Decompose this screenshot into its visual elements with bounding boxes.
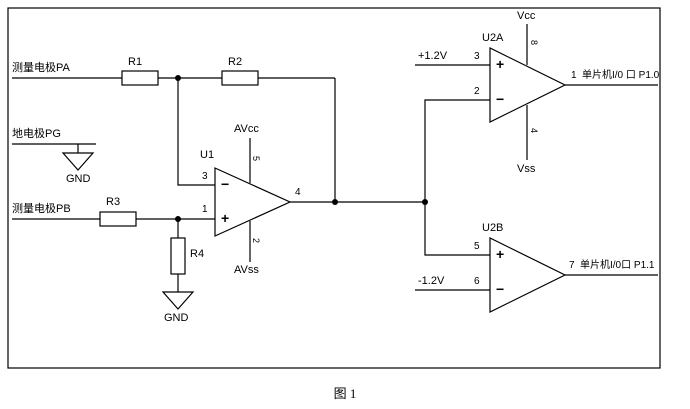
resistor-r4-body	[170, 237, 186, 275]
schematic-border	[7, 7, 661, 369]
wire-node-to-u2a	[424, 99, 490, 202]
u2a-vss-label: Vss	[517, 163, 536, 175]
opamp-u2a-body	[489, 47, 567, 123]
u2a-output-port-label: 单片机I/0 口 P1.0	[582, 70, 660, 81]
u2a-vcc-label: Vcc	[517, 10, 536, 22]
u2a-minus-sign: −	[496, 91, 505, 107]
u2a-pin3-label: 3	[474, 51, 480, 62]
gnd-label-r4: GND	[164, 312, 189, 324]
resistor-r3-body	[99, 211, 137, 227]
u1-avss-label: AVss	[234, 264, 259, 276]
junction-dot-feedback	[332, 199, 338, 205]
u2b-output-port-label: 单片机I/0口 P1.1	[580, 260, 655, 271]
resistor-r3-label: R3	[106, 196, 121, 208]
u1-avcc-label: AVcc	[234, 123, 259, 135]
opamp-u2b-body	[489, 237, 567, 313]
u1-minus-sign: −	[221, 176, 230, 192]
electrode-pg-label: 地电极PG	[12, 128, 61, 140]
resistor-r1-label: R1	[128, 56, 143, 68]
gnd-symbol-pg	[61, 152, 95, 171]
junction-dot-r3-r4	[175, 216, 181, 222]
gnd-symbol-r4	[161, 291, 195, 310]
u1-pin4-label: 4	[295, 187, 301, 198]
u2b-pin5-label: 5	[474, 241, 480, 252]
u1-pin2-label: 2	[251, 237, 262, 244]
resistor-r4-label: R4	[190, 248, 205, 260]
u1-pin5-label: 5	[251, 155, 262, 162]
opamp-u2a-name: U2A	[482, 32, 504, 44]
u2a-pin4-label: 4	[529, 127, 540, 134]
opamp-u2b-name: U2B	[482, 222, 504, 234]
u2b-minus-sign: −	[496, 281, 505, 297]
u2b-pin6-label: 6	[474, 276, 480, 287]
resistor-r1-body	[121, 70, 159, 86]
resistor-r2-body	[221, 70, 259, 86]
electrode-pa-label: 测量电极PA	[12, 62, 70, 74]
u2b-plus-sign: +	[496, 246, 505, 262]
u1-plus-sign: +	[221, 210, 230, 226]
u2a-pin8-label: 8	[529, 39, 540, 46]
resistor-r2-label: R2	[228, 56, 243, 68]
u1-pin3-label: 3	[202, 171, 208, 182]
electrode-pb-label: 测量电极PB	[12, 203, 71, 215]
u2b-input-voltage-label: -1.2V	[418, 275, 445, 287]
figure-caption: 图 1	[333, 386, 357, 401]
opamp-u1-name: U1	[200, 149, 215, 161]
junction-dot-r1-r2	[175, 75, 181, 81]
opamp-u1-body	[214, 167, 292, 237]
u2a-pin2-label: 2	[474, 86, 480, 97]
u2a-plus-sign: +	[496, 56, 505, 72]
u2a-input-voltage-label: +1.2V	[418, 50, 448, 62]
u1-pin1-label: 1	[202, 204, 208, 215]
gnd-label-pg: GND	[66, 173, 91, 185]
wire-u1-inverting	[177, 78, 215, 186]
wire-node-to-u2b	[424, 202, 490, 256]
u2b-pin7-label: 7	[569, 260, 575, 271]
u2a-pin1-label: 1	[571, 70, 577, 81]
wire-pg	[12, 143, 96, 153]
junction-dot-output	[422, 199, 428, 205]
